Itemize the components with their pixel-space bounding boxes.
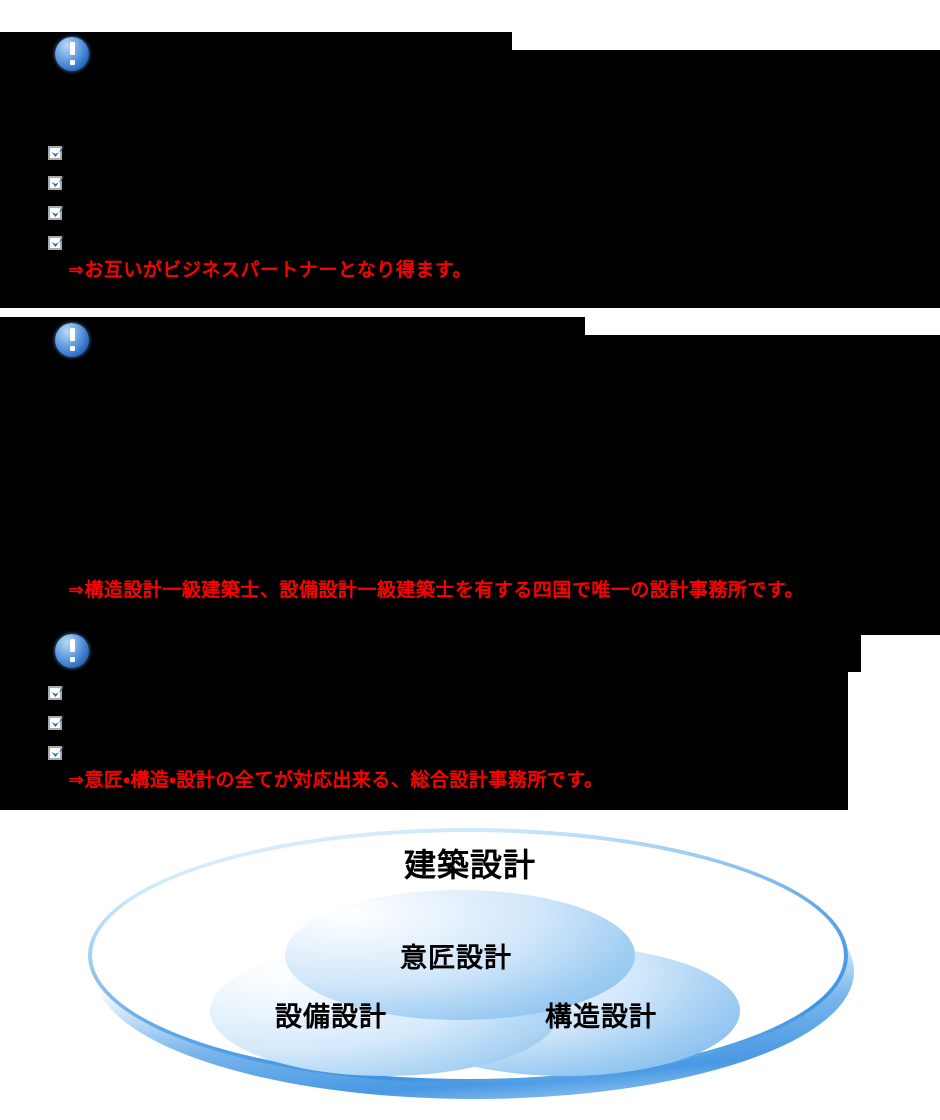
venn-title: 建築設計 — [403, 846, 536, 884]
checkbox-box — [48, 176, 62, 190]
checkbox-box — [48, 146, 62, 160]
venn-lobe-design — [285, 890, 635, 1020]
venn-label-equipment: 設備設計 — [275, 1002, 387, 1033]
section-partner-conclusion: ⇒お互いがビジネスパートナーとなり得ます。 — [68, 259, 472, 281]
checkbox-tick — [51, 144, 65, 157]
checkbox-tick — [51, 234, 65, 247]
checkbox-checked-icon — [48, 174, 65, 191]
checkbox-box — [48, 236, 62, 250]
venn-diagram: 建築設計 意匠設計 設備設計 構造設計 — [60, 818, 880, 1114]
section-qualification-conclusion: ⇒構造設計一級建築士、設備設計一級建築士を有する四国で唯一の設計事務所です。 — [68, 579, 805, 601]
checkbox-checked-icon — [48, 204, 65, 221]
checkbox-tick — [51, 744, 65, 757]
section-partner-panel-top — [0, 32, 512, 50]
checkbox-tick — [51, 714, 65, 727]
checkbox-tick — [51, 174, 65, 187]
checkbox-box — [48, 686, 62, 700]
alert-exclamation-icon — [55, 323, 89, 357]
section-qualification-panel — [0, 335, 940, 635]
venn-label-structure: 構造設計 — [545, 1002, 657, 1033]
alert-exclamation-icon — [55, 634, 89, 668]
checkbox-tick — [51, 204, 65, 217]
checkbox-box — [48, 746, 62, 760]
checkbox-checked-icon — [48, 144, 65, 161]
checkbox-checked-icon — [48, 684, 65, 701]
section-partner-panel — [0, 50, 940, 308]
checkbox-tick — [51, 684, 65, 697]
section-qualification-panel-top — [0, 317, 585, 335]
venn-label-design: 意匠設計 — [400, 943, 512, 974]
section-total-design-panel — [0, 672, 848, 810]
checkbox-box — [48, 206, 62, 220]
section-total-design-conclusion: ⇒意匠・構造・設計の全てが対応出来る、総合設計事務所です。 — [68, 769, 604, 791]
section-total-design-panel-upper — [0, 635, 861, 672]
checkbox-checked-icon — [48, 234, 65, 251]
alert-exclamation-icon — [55, 37, 89, 71]
checkbox-checked-icon — [48, 744, 65, 761]
checkbox-checked-icon — [48, 714, 65, 731]
checkbox-box — [48, 716, 62, 730]
